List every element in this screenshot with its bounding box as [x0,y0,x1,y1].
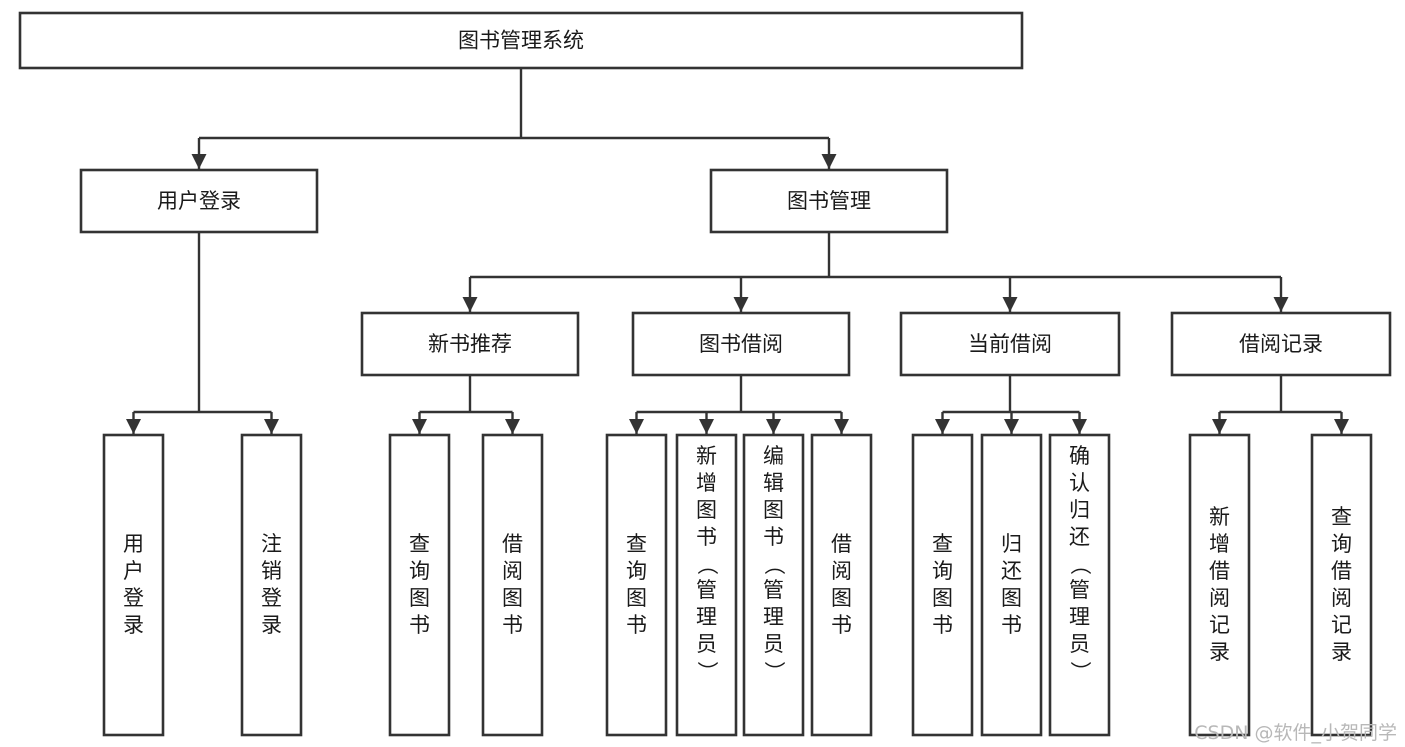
node-box-book-borrow[interactable] [631,311,851,377]
arrow-head-icon [733,297,749,312]
arrow-head-icon [935,419,950,434]
arrow-head-icon [462,297,478,312]
node-box-borrow-record[interactable] [1170,311,1392,377]
arrow-head-icon [1072,419,1087,434]
node-box-leaf-query-record[interactable] [1310,433,1373,737]
arrow-head-icon [191,154,207,169]
arrow-head-icon [821,154,837,169]
node-box-root[interactable] [18,11,1024,70]
arrow-head-icon [126,419,141,434]
arrow-head-icon [1212,419,1227,434]
arrow-head-icon [1334,419,1349,434]
arrow-head-icon [264,419,279,434]
node-box-leaf-add-book[interactable] [675,433,738,737]
node-box-leaf-return-book[interactable] [980,433,1043,737]
node-box-leaf-logout[interactable] [240,433,303,737]
node-box-leaf-query-book-3[interactable] [911,433,974,737]
csdn-watermark: CSDN @软件_小贺同学 [1194,722,1397,744]
node-box-leaf-add-record[interactable] [1188,433,1251,737]
node-label-book-borrow: 图书借阅 [699,332,783,356]
arrow-head-icon [1273,297,1289,312]
arrow-head-icon [412,419,427,434]
node-label-book-manage: 图书管理 [787,189,871,213]
node-label-user-login: 用户登录 [157,189,241,213]
node-box-leaf-borrow-book-2[interactable] [810,433,873,737]
node-label-current-borrow: 当前借阅 [968,332,1052,356]
arrow-head-icon [505,419,520,434]
node-box-current-borrow[interactable] [899,311,1121,377]
node-box-leaf-confirm-return[interactable] [1048,433,1111,737]
arrow-head-icon [766,419,781,434]
arrow-head-icon [834,419,849,434]
node-label-root: 图书管理系统 [458,29,584,53]
node-box-new-book-rec[interactable] [360,311,580,377]
box-layer [18,11,1392,737]
arrow-head-icon [629,419,644,434]
node-box-book-manage[interactable] [709,168,949,234]
connector-layer [126,68,1349,434]
arrow-head-icon [1004,419,1019,434]
node-box-leaf-query-book-1[interactable] [388,433,451,737]
node-box-leaf-borrow-book-1[interactable] [481,433,544,737]
node-label-new-book-rec: 新书推荐 [428,332,512,356]
node-box-leaf-user-login[interactable] [102,433,165,737]
node-box-leaf-edit-book[interactable] [742,433,805,737]
arrow-head-icon [1002,297,1018,312]
node-label-borrow-record: 借阅记录 [1239,332,1323,356]
node-box-user-login[interactable] [79,168,319,234]
arrow-head-icon [699,419,714,434]
node-box-leaf-query-book-2[interactable] [605,433,668,737]
